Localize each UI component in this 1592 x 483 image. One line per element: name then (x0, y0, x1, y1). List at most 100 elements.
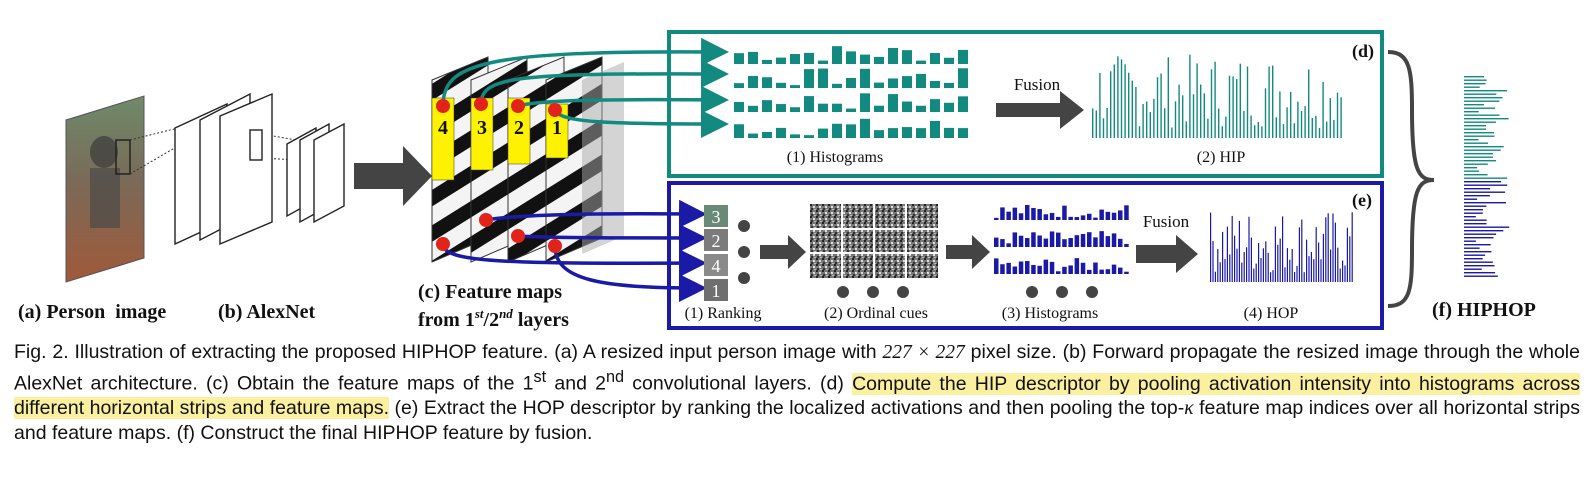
histogram-bar (1217, 249, 1219, 282)
hip-label: (2) HIP (1197, 149, 1246, 166)
histogram-bar (1118, 210, 1123, 220)
histogram-bar (832, 103, 842, 112)
feature-vector-bar (1464, 121, 1496, 123)
histogram-bar (846, 51, 856, 64)
histogram-bar (1313, 259, 1315, 282)
histogram-bar (1315, 115, 1317, 138)
histogram-bar (1056, 271, 1061, 274)
histogram-bar (1234, 235, 1236, 282)
histogram-bar (1074, 217, 1080, 220)
histogram-bar (1310, 251, 1312, 282)
feature-vector-bar (1464, 153, 1493, 155)
histogram-bar (804, 96, 814, 112)
histogram-bar (1099, 269, 1104, 274)
histogram-bar (832, 123, 842, 138)
hip-fusion-label: Fusion (1014, 75, 1061, 94)
histogram-bar (1226, 226, 1228, 282)
histogram-bar (1031, 232, 1036, 247)
layers-sup-st: st (474, 306, 484, 321)
histogram-bar (1160, 73, 1162, 138)
feature-vector-bar (1464, 104, 1484, 106)
histogram-bar (1174, 101, 1177, 138)
histogram-bar (944, 102, 954, 112)
histogram-bar (1327, 213, 1329, 282)
histogram-bar (1093, 217, 1098, 220)
arrow-to-feature-maps (354, 146, 432, 206)
histogram-bar (1296, 265, 1298, 282)
histogram-bar (1149, 112, 1151, 138)
histogram-bar (1210, 212, 1212, 282)
feature-vector-bar (1464, 93, 1497, 95)
histogram-bar (916, 60, 926, 64)
histogram-bar (818, 60, 828, 64)
histogram-bar (1080, 233, 1086, 247)
feature-vector-bar (1464, 188, 1491, 190)
feature-vector-bar (1464, 216, 1476, 218)
feature-vector-bar (1464, 230, 1504, 232)
feature-vector-bar (1464, 156, 1493, 158)
ellipsis-dots (738, 220, 1098, 298)
histogram-bar (888, 94, 898, 112)
histogram-bar (1037, 209, 1042, 220)
histogram-bar (1153, 98, 1155, 138)
histogram-bar (846, 108, 856, 112)
hop-histograms-label: (3) Histograms (1002, 305, 1098, 322)
feature-vector-bar (1464, 244, 1491, 246)
histogram-bar (1113, 64, 1115, 138)
feature-map-index-tags: 4 3 2 1 (431, 97, 569, 181)
histogram-bar (1304, 106, 1306, 138)
caption-part: feature map indices over all horizontal … (14, 396, 1580, 444)
histogram-bar (1062, 205, 1067, 220)
histogram-bar (804, 135, 814, 138)
histogram-bar (1236, 79, 1238, 138)
histogram-bar (1286, 107, 1288, 138)
histogram-bar (994, 237, 999, 247)
histogram-bar (1214, 271, 1216, 282)
histogram-bar (1254, 125, 1256, 138)
caption-kappa: κ (1184, 397, 1194, 419)
feature-vector-bar (1464, 160, 1496, 162)
ranking-arrow (760, 235, 806, 269)
feature-vector-bar (1464, 86, 1480, 88)
histogram-bar (1043, 238, 1049, 247)
histogram-bar (1289, 259, 1291, 282)
histogram-bar (1106, 107, 1108, 138)
histogram-bar (1043, 259, 1049, 274)
histogram-bar (1264, 88, 1267, 138)
histogram-bar (748, 133, 758, 138)
histogram-bar (930, 80, 940, 88)
hiphop-feature-vector (1464, 76, 1510, 277)
histogram-bar (1074, 235, 1080, 247)
histogram-bar (874, 82, 884, 88)
histogram-bar (1128, 72, 1130, 138)
histogram-bar (1301, 219, 1303, 282)
histogram-bar (1241, 262, 1243, 282)
histogram-bar (1192, 94, 1195, 138)
label-person-image: (a) Person image (18, 301, 166, 323)
feature-vector-bar (1464, 209, 1483, 211)
caption-part: (e) Extract the HOP descriptor by rankin… (389, 396, 1185, 419)
histogram-bar (1334, 222, 1336, 282)
histogram-bar (1282, 216, 1284, 282)
histogram-bar (902, 50, 912, 64)
histogram-bar (1320, 259, 1322, 282)
histogram-bar (1210, 69, 1213, 138)
histogram-bar (1025, 261, 1030, 274)
histogram-bar (1265, 241, 1267, 282)
histogram-bar (1253, 268, 1255, 282)
histogram-bar (1146, 101, 1148, 138)
histogram-bar (1185, 121, 1187, 138)
histogram-bar (1326, 121, 1328, 138)
histogram-bar (832, 83, 842, 88)
histogram-bar (1272, 270, 1274, 282)
histogram-bar (1012, 207, 1018, 220)
histogram-bar (1025, 204, 1030, 220)
histogram-bar (790, 134, 800, 138)
histogram-bar (1095, 110, 1097, 138)
histogram-bar (1117, 56, 1119, 138)
histogram-bar (1246, 247, 1248, 282)
histogram-bar (762, 59, 772, 64)
histogram-bar (1102, 118, 1105, 138)
feature-map-number: 4 (438, 117, 448, 139)
feature-vector-bar (1464, 83, 1486, 85)
